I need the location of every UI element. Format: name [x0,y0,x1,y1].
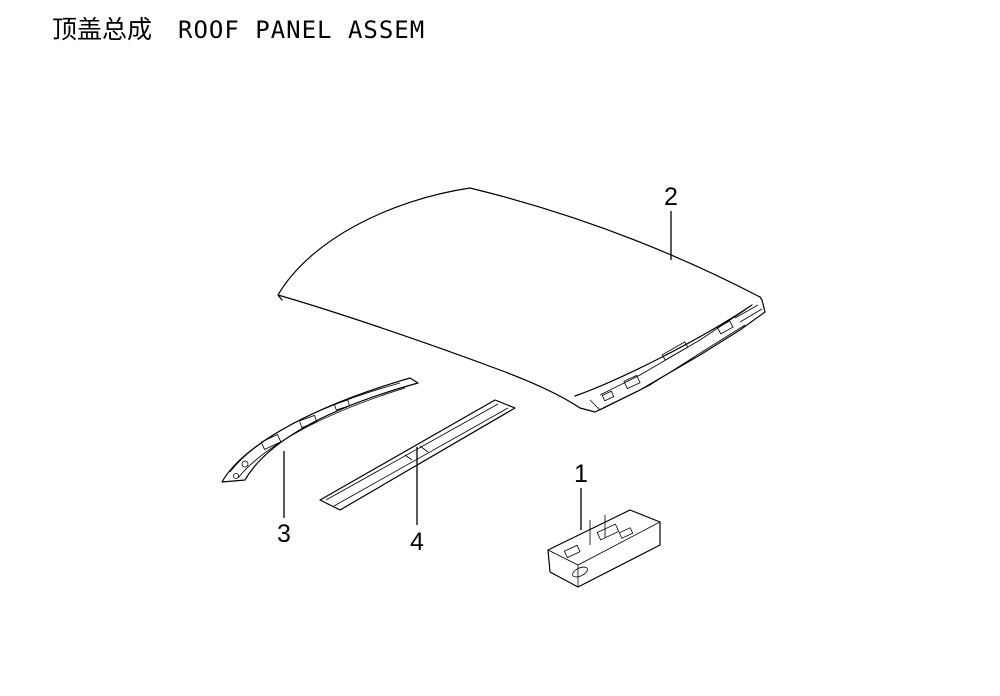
front-roof-rail[interactable] [221,377,419,483]
roof-panel[interactable] [277,187,766,413]
title-chinese: 顶盖总成 [52,15,153,44]
title-english: ROOF PANEL ASSEM [178,16,426,44]
callout-2: 2 [664,183,678,211]
callout-3: 3 [277,520,291,548]
page-title: 顶盖总成 ROOF PANEL ASSEM [52,10,425,46]
roof-rear-bracket[interactable] [547,509,661,588]
callout-1: 1 [574,460,588,488]
middle-roof-rail[interactable] [319,399,516,511]
callout-4: 4 [410,528,424,556]
